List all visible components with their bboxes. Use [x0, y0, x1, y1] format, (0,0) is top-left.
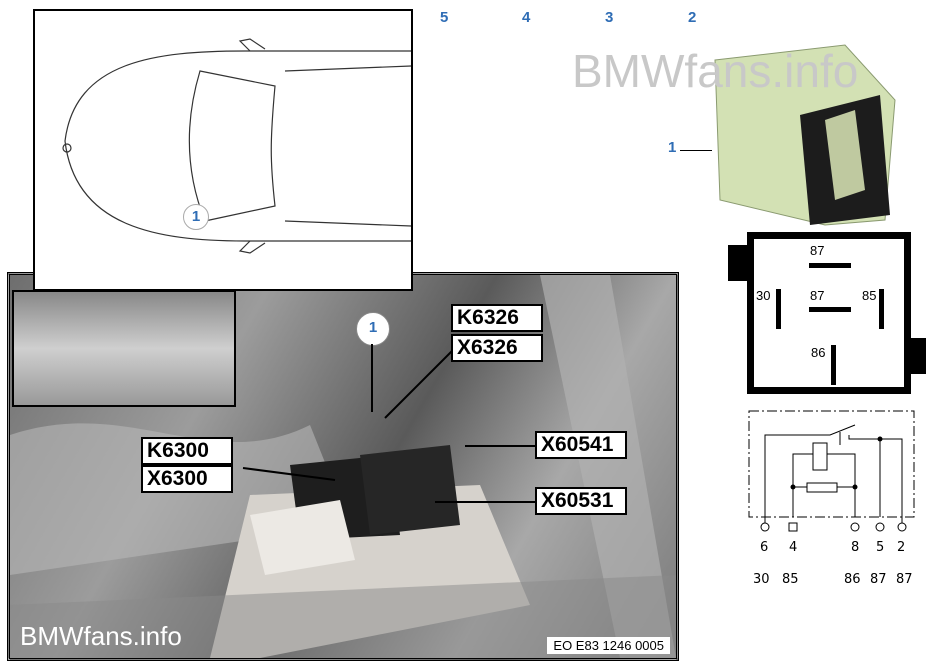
engine-photo — [10, 275, 676, 658]
leader-lines — [242, 344, 537, 503]
pin-number-2: 2 — [897, 540, 906, 555]
label-k6326: K6326 — [451, 304, 543, 332]
relay-pin-layout: 87 87 30 85 86 — [747, 232, 911, 394]
label-k6300: K6300 — [141, 437, 233, 465]
watermark: BMWfans.info — [572, 45, 859, 97]
pin-number-4: 4 — [789, 540, 798, 555]
pin-87-top: 87 — [810, 243, 825, 258]
inset-photo — [12, 290, 236, 407]
pin-87-mid: 87 — [810, 288, 825, 303]
relay-image — [714, 44, 896, 226]
terminal-87b: 87 — [896, 572, 913, 587]
relay-callout: 1 — [668, 139, 677, 156]
pin-86: 86 — [811, 345, 826, 360]
position-2: 2 — [688, 9, 697, 26]
photo-code: EO E83 1246 0005 — [547, 637, 670, 654]
terminal-85: 85 — [782, 572, 799, 587]
car-outline — [62, 38, 412, 254]
terminal-30: 30 — [753, 572, 770, 587]
watermark-bottom: BMWfans.info — [20, 621, 182, 651]
pin-number-6: 6 — [760, 540, 769, 555]
relay-leader — [680, 150, 712, 151]
photo-frame: EO E83 1246 0005 BMWfans.info — [7, 272, 679, 661]
relay-schematic — [748, 410, 915, 532]
position-5: 5 — [440, 9, 449, 26]
label-x6300: X6300 — [141, 465, 233, 493]
pin-30: 30 — [756, 288, 771, 303]
label-x60531: X60531 — [535, 487, 627, 515]
label-x6326: X6326 — [451, 334, 543, 362]
terminal-86: 86 — [844, 572, 861, 587]
position-3: 3 — [605, 9, 614, 26]
pin-85: 85 — [862, 288, 877, 303]
pin-number-5: 5 — [876, 540, 885, 555]
car-callout: 1 — [183, 204, 209, 230]
position-4: 4 — [522, 9, 531, 26]
label-x60541: X60541 — [535, 431, 627, 459]
car-location-view: 1 — [33, 9, 413, 291]
pin-number-8: 8 — [851, 540, 860, 555]
terminal-87a: 87 — [870, 572, 887, 587]
relay-tab-right — [904, 338, 926, 374]
relay-tab-left — [728, 245, 748, 281]
